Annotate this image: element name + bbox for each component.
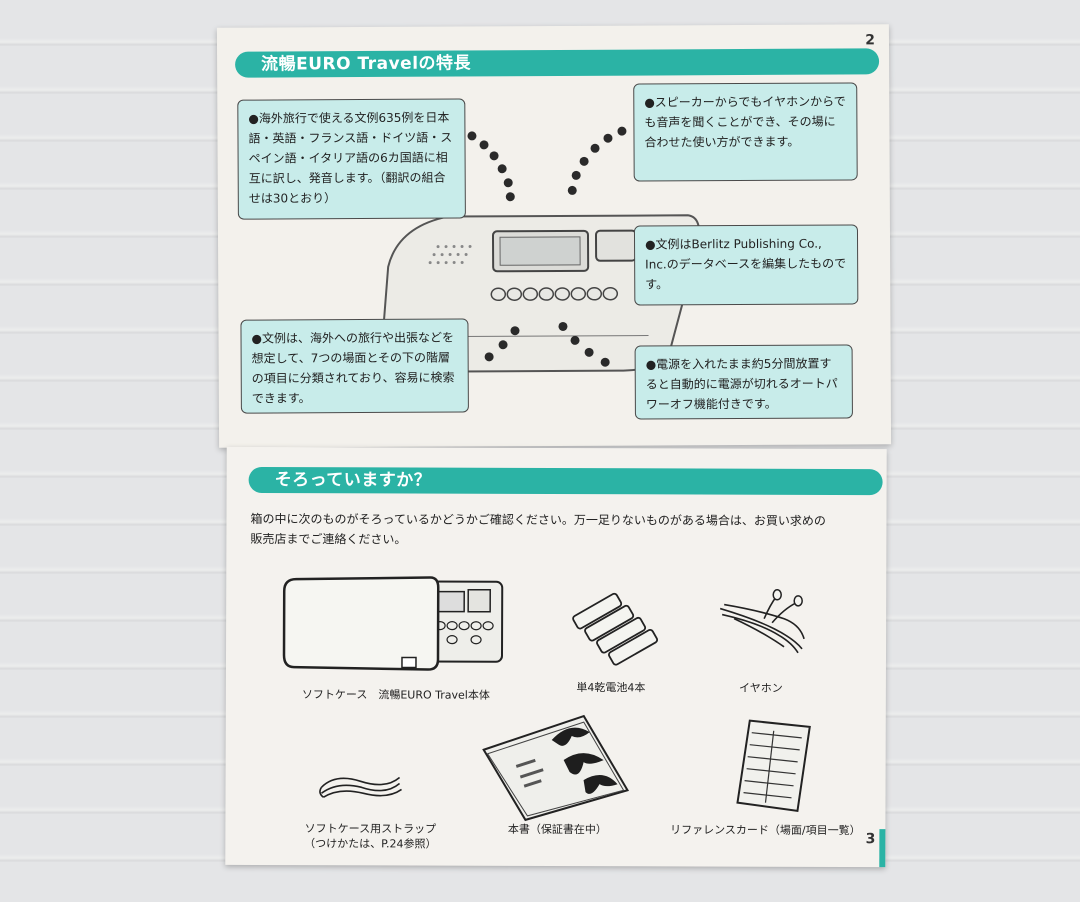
earphones-picture <box>719 589 805 654</box>
sound-dot <box>603 133 613 143</box>
sound-dot <box>600 357 610 367</box>
sound-dot <box>579 156 589 166</box>
intro-line-1: 箱の中に次のものがそろっているかどうかご確認ください。万一足りないものがある場合… <box>250 511 826 528</box>
note-berlitz-database: ●文例はBerlitz Publishing Co., Inc.のデータベースを… <box>633 224 859 306</box>
contents-check-heading: そろっていますか？ <box>248 466 883 496</box>
top-manual-page: 2 流暢EURO Travelの特長 ●海外旅行で使える文例 <box>216 24 892 448</box>
caption-strap: ソフトケース用ストラップ （つけかたは、P.24参照） <box>285 821 455 852</box>
intro-line-2: 販売店までご連絡ください。 <box>250 531 407 547</box>
caption-manual: 本書（保証書在中） <box>507 822 607 837</box>
strap-picture <box>319 776 402 798</box>
sound-dot <box>567 185 577 195</box>
manual-book-picture <box>482 714 630 822</box>
reference-card-picture <box>736 719 811 812</box>
batteries-picture <box>572 592 659 666</box>
note-auto-power-off: ●電源を入れたまま約5分間放置すると自動的に電源が切れるオートパワーオフ機能付き… <box>634 344 853 420</box>
sound-dot <box>571 170 581 180</box>
sound-dot <box>484 352 494 362</box>
features-heading: 流暢EURO Travelの特長 <box>235 48 880 78</box>
sound-dot <box>570 335 580 345</box>
sound-dot <box>467 131 477 141</box>
sound-dot <box>497 164 507 174</box>
sound-dot <box>590 143 600 153</box>
caption-strap-line1: ソフトケース用ストラップ <box>304 822 437 836</box>
bottom-manual-page: 3 そろっていますか？ 箱の中に次のものがそろっているかどうかご確認ください。万… <box>225 446 887 868</box>
sound-dot <box>558 321 568 331</box>
sound-dot <box>503 178 513 188</box>
sound-dot <box>489 151 499 161</box>
sound-dot <box>510 326 520 336</box>
caption-reference-card: リファレンスカード（場面/項目一覧） <box>670 823 861 838</box>
caption-strap-line2: （つけかたは、P.24参照） <box>304 837 437 851</box>
note-languages: ●海外旅行で使える文例635例を日本語・英語・フランス語・ドイツ語・スペイン語・… <box>237 98 466 220</box>
page-tab-marker <box>879 829 886 868</box>
caption-earphones: イヤホン <box>739 681 783 695</box>
note-scene-categories: ●文例は、海外への旅行や出張などを想定して、7つの場面とその下の階層の項目に分類… <box>240 318 469 414</box>
caption-case-device: ソフトケース 流暢EURO Travel本体 <box>301 688 490 702</box>
page-number-2: 2 <box>865 32 876 49</box>
soft-case-and-device-picture <box>282 576 504 671</box>
page-number-3: 3 <box>865 831 876 848</box>
sound-dot <box>498 340 508 350</box>
sound-dot <box>505 192 515 202</box>
contents-intro-text: 箱の中に次のものがそろっているかどうかご確認ください。万一足りないものがある場合… <box>250 509 870 551</box>
sound-dot <box>479 140 489 150</box>
note-speaker-earphone: ●スピーカーからでもイヤホンからでも音声を聞くことができ、その場に合わせた使い方… <box>633 82 858 182</box>
caption-batteries: 単4乾電池4本 <box>576 681 646 695</box>
sound-dot <box>617 126 627 136</box>
sound-dot <box>584 347 594 357</box>
